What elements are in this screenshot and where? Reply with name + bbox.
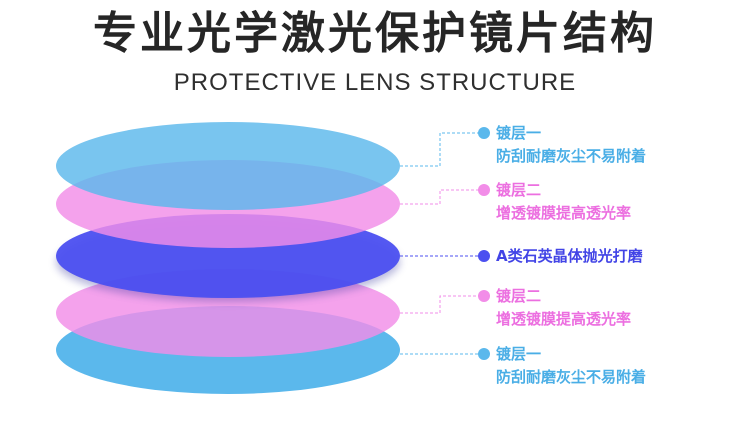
page-title: 专业光学激光保护镜片结构: [93, 8, 657, 59]
marker-dot-5: [478, 348, 490, 360]
layer-label-1: 镀层一 防刮耐磨灰尘不易附着: [496, 123, 646, 166]
layer-label-4: 镀层二 增透镀膜提高透光率: [496, 286, 631, 329]
layer-name: 镀层一: [496, 345, 542, 363]
layer-desc: 防刮耐磨灰尘不易附着: [496, 368, 647, 386]
layer-label-5: 镀层一 防刮耐磨灰尘不易附着: [496, 344, 646, 387]
layer-label-3: A类石英晶体抛光打磨: [496, 246, 643, 266]
marker-dot-2: [478, 184, 490, 196]
page-subtitle: PROTECTIVE LENS STRUCTURE: [173, 69, 577, 96]
layer-desc: 增透镀膜提高透光率: [496, 204, 632, 222]
layer-desc: 增透镀膜提高透光率: [496, 310, 632, 328]
layer-desc: 防刮耐磨灰尘不易附着: [496, 147, 647, 165]
lens-layer-1: [56, 122, 400, 210]
layer-name: 镀层二: [496, 287, 542, 305]
connector-4: [400, 295, 480, 314]
connector-2: [400, 189, 480, 205]
marker-dot-3: [478, 250, 490, 262]
layer-name: A类石英晶体抛光打磨: [496, 247, 643, 265]
layer-name: 镀层二: [496, 181, 542, 199]
connector-1: [400, 132, 480, 167]
marker-dot-4: [478, 290, 490, 302]
layer-label-2: 镀层二 增透镀膜提高透光率: [496, 180, 631, 223]
marker-dot-1: [478, 127, 490, 139]
layer-name: 镀层一: [496, 124, 542, 142]
